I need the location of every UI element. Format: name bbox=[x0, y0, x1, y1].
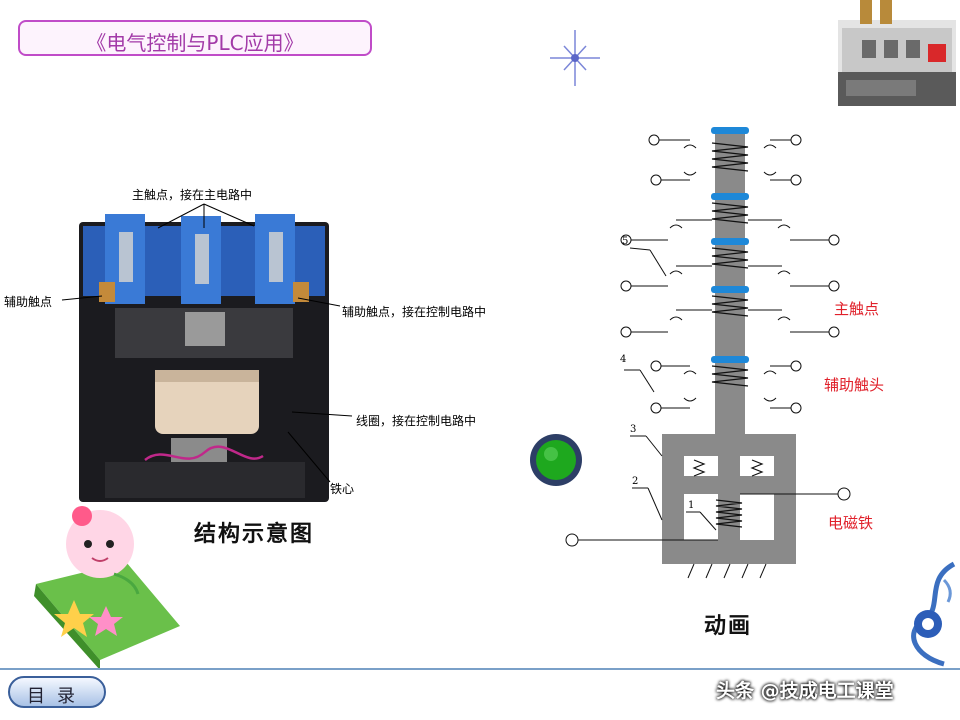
menu-button-label: 目录 bbox=[27, 686, 87, 707]
diagram-label-main-contact: 主触点 bbox=[834, 300, 880, 318]
label-aux-right: 辅助触点，接在控制电路中 bbox=[342, 305, 487, 319]
ornament-icon bbox=[911, 561, 956, 667]
label-coil: 线圈，接在控制电路中 bbox=[356, 414, 477, 428]
label-main-contacts: 主触点，接在主电路中 bbox=[132, 188, 253, 202]
play-button[interactable] bbox=[528, 432, 584, 488]
diagram-num-1: 1 bbox=[688, 500, 695, 511]
menu-button[interactable]: 目录 bbox=[8, 676, 106, 708]
sparkle-icon bbox=[550, 30, 600, 86]
diagram-label-electromagnet: 电磁铁 bbox=[828, 514, 874, 532]
diagram-num-2: 2 bbox=[632, 476, 639, 487]
thermal-relay-image bbox=[838, 0, 956, 106]
photo-annotation-lines bbox=[61, 203, 353, 483]
diagram-num-5: 5 bbox=[622, 236, 629, 247]
diagram-num-4: 4 bbox=[620, 354, 627, 365]
diagram-caption: 动画 bbox=[704, 613, 753, 639]
mascot-book-icon bbox=[34, 506, 180, 670]
watermark: 头条 @技成电工课堂 bbox=[716, 680, 894, 702]
diagram-num-3: 3 bbox=[630, 424, 637, 435]
page-title: 《电气控制与PLC应用》 bbox=[86, 31, 304, 55]
title-box: 《电气控制与PLC应用》 bbox=[18, 20, 372, 56]
photo-caption: 结构示意图 bbox=[194, 521, 315, 547]
contactor-photo bbox=[79, 214, 329, 502]
contactor-diagram bbox=[565, 127, 851, 579]
label-core: 铁心 bbox=[330, 482, 355, 496]
footer-divider bbox=[0, 668, 960, 670]
label-aux-left: 辅助触点 bbox=[4, 295, 53, 309]
diagram-label-aux-contact: 辅助触头 bbox=[824, 376, 885, 394]
